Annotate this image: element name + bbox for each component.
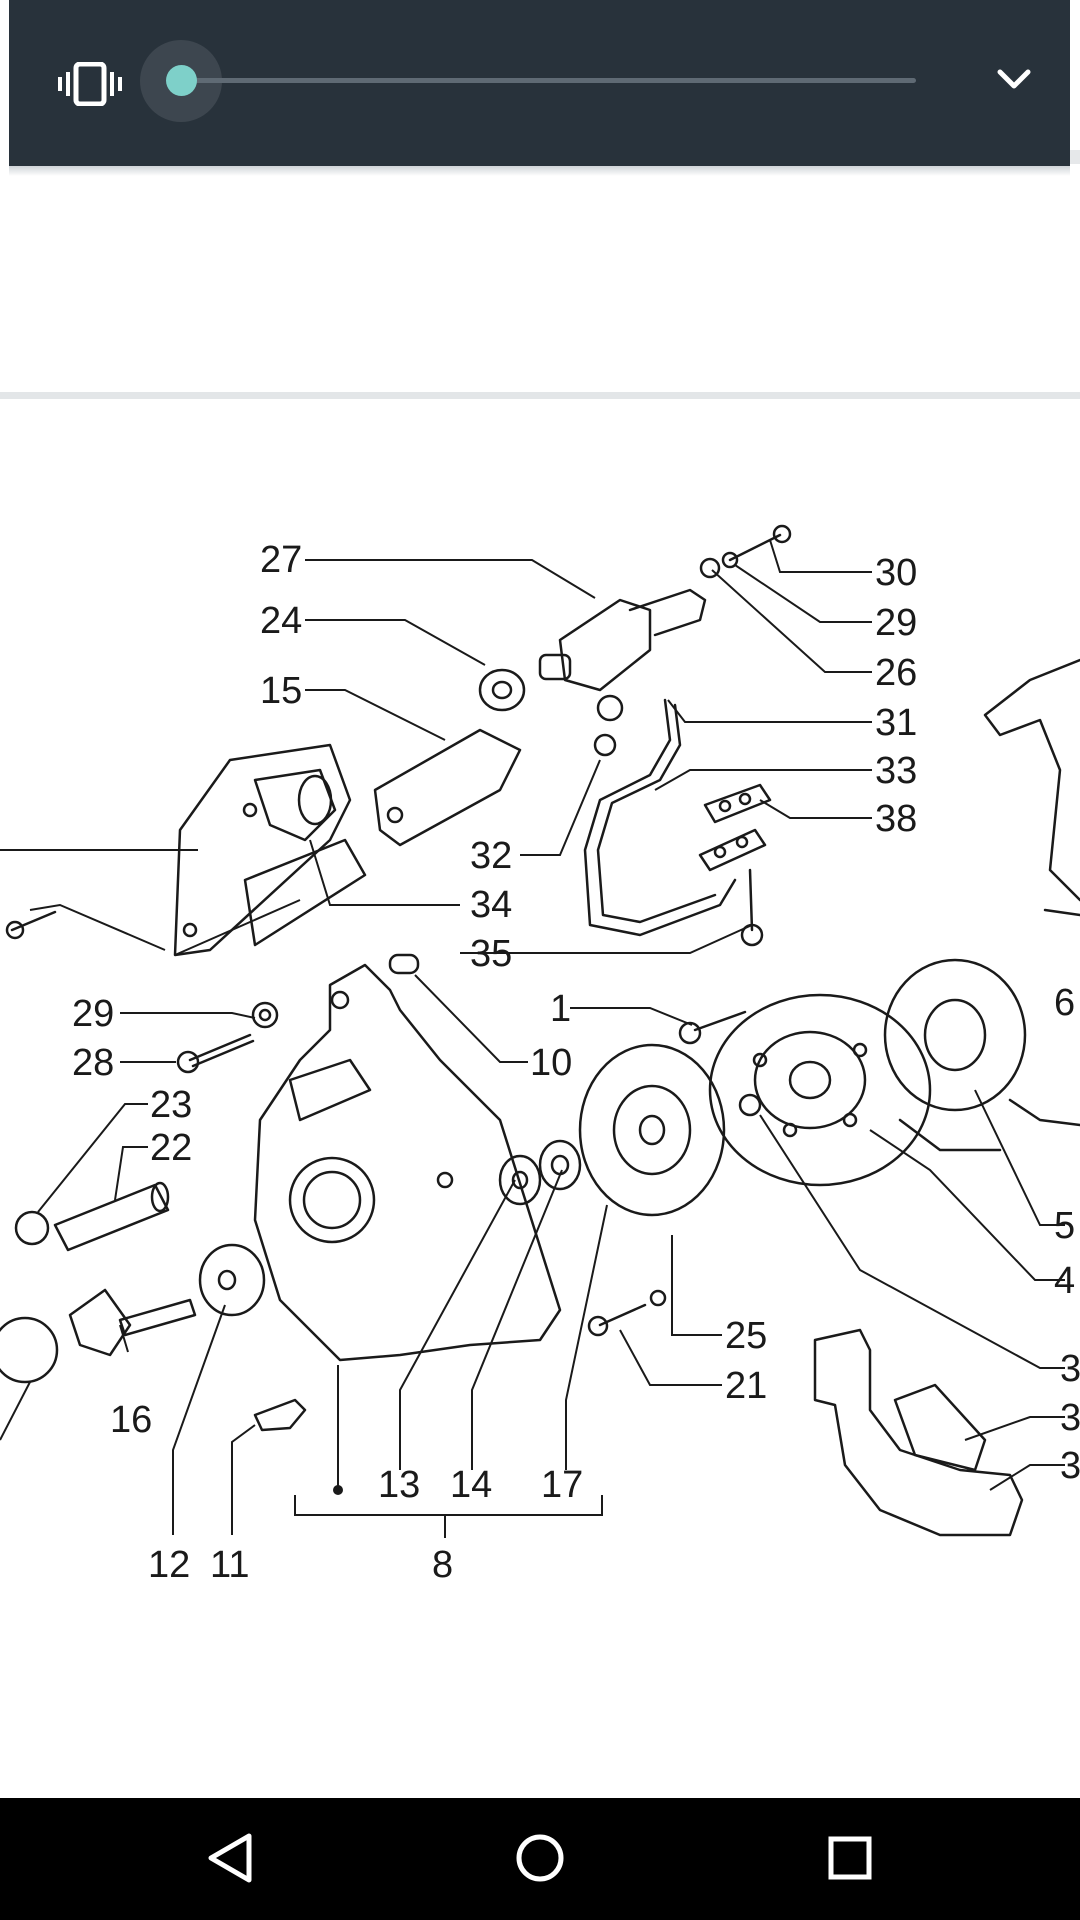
callout-label: 30	[875, 552, 917, 594]
page-edge	[1070, 150, 1080, 164]
recents-square-icon	[828, 1836, 872, 1880]
callout-label: 13	[378, 1464, 420, 1506]
callout-label: 21	[725, 1365, 767, 1407]
callout-label: 4	[1054, 1260, 1075, 1302]
callout-label: 27	[260, 539, 302, 581]
callout-label: 3	[1060, 1445, 1080, 1487]
callout-label: 31	[875, 702, 917, 744]
callout-label: 11	[210, 1544, 249, 1586]
callout-label: 26	[875, 652, 917, 694]
callout-label: 32	[470, 835, 512, 877]
back-triangle-icon	[208, 1833, 252, 1883]
home-circle-icon	[516, 1834, 564, 1882]
recents-button[interactable]	[802, 1818, 898, 1898]
content-divider	[0, 392, 1080, 399]
callout-label: 25	[725, 1315, 767, 1357]
navigation-bar	[0, 1798, 1080, 1920]
callout-label: 8	[432, 1544, 453, 1586]
home-button[interactable]	[492, 1818, 588, 1898]
callout-label: 28	[72, 1042, 114, 1084]
parts-diagram: 27 24 15 30 29 26 31 33 38 32 34 35 29 2…	[0, 524, 1080, 1586]
callout-label: 35	[470, 933, 512, 975]
callout-label: 16	[110, 1399, 152, 1441]
callout-label: 38	[875, 798, 917, 840]
volume-panel	[9, 0, 1070, 166]
callout-label: 22	[150, 1127, 192, 1169]
panel-shadow	[9, 166, 1070, 176]
callout-label: 34	[470, 884, 512, 926]
callout-label: 17	[541, 1464, 583, 1506]
callout-label: 1	[550, 988, 571, 1030]
callout-label: 12	[148, 1544, 190, 1586]
volume-slider-track[interactable]	[181, 78, 916, 83]
callout-label: 23	[150, 1084, 192, 1126]
callout-label: 14	[450, 1464, 492, 1506]
callout-label: 10	[530, 1042, 572, 1084]
volume-slider-thumb[interactable]	[166, 65, 197, 96]
callout-label: 15	[260, 670, 302, 712]
callout-label: 29	[72, 993, 114, 1035]
callout-label: 3	[1060, 1397, 1080, 1439]
vibrate-icon[interactable]	[58, 61, 122, 107]
back-button[interactable]	[182, 1818, 278, 1898]
callout-label: 24	[260, 600, 302, 642]
chevron-down-icon[interactable]	[992, 60, 1036, 98]
callout-label: 29	[875, 602, 917, 644]
callout-label: 6	[1054, 982, 1075, 1024]
callout-label: 3	[1060, 1348, 1080, 1390]
callout-label: 33	[875, 750, 917, 792]
callout-label: 5	[1054, 1205, 1075, 1247]
